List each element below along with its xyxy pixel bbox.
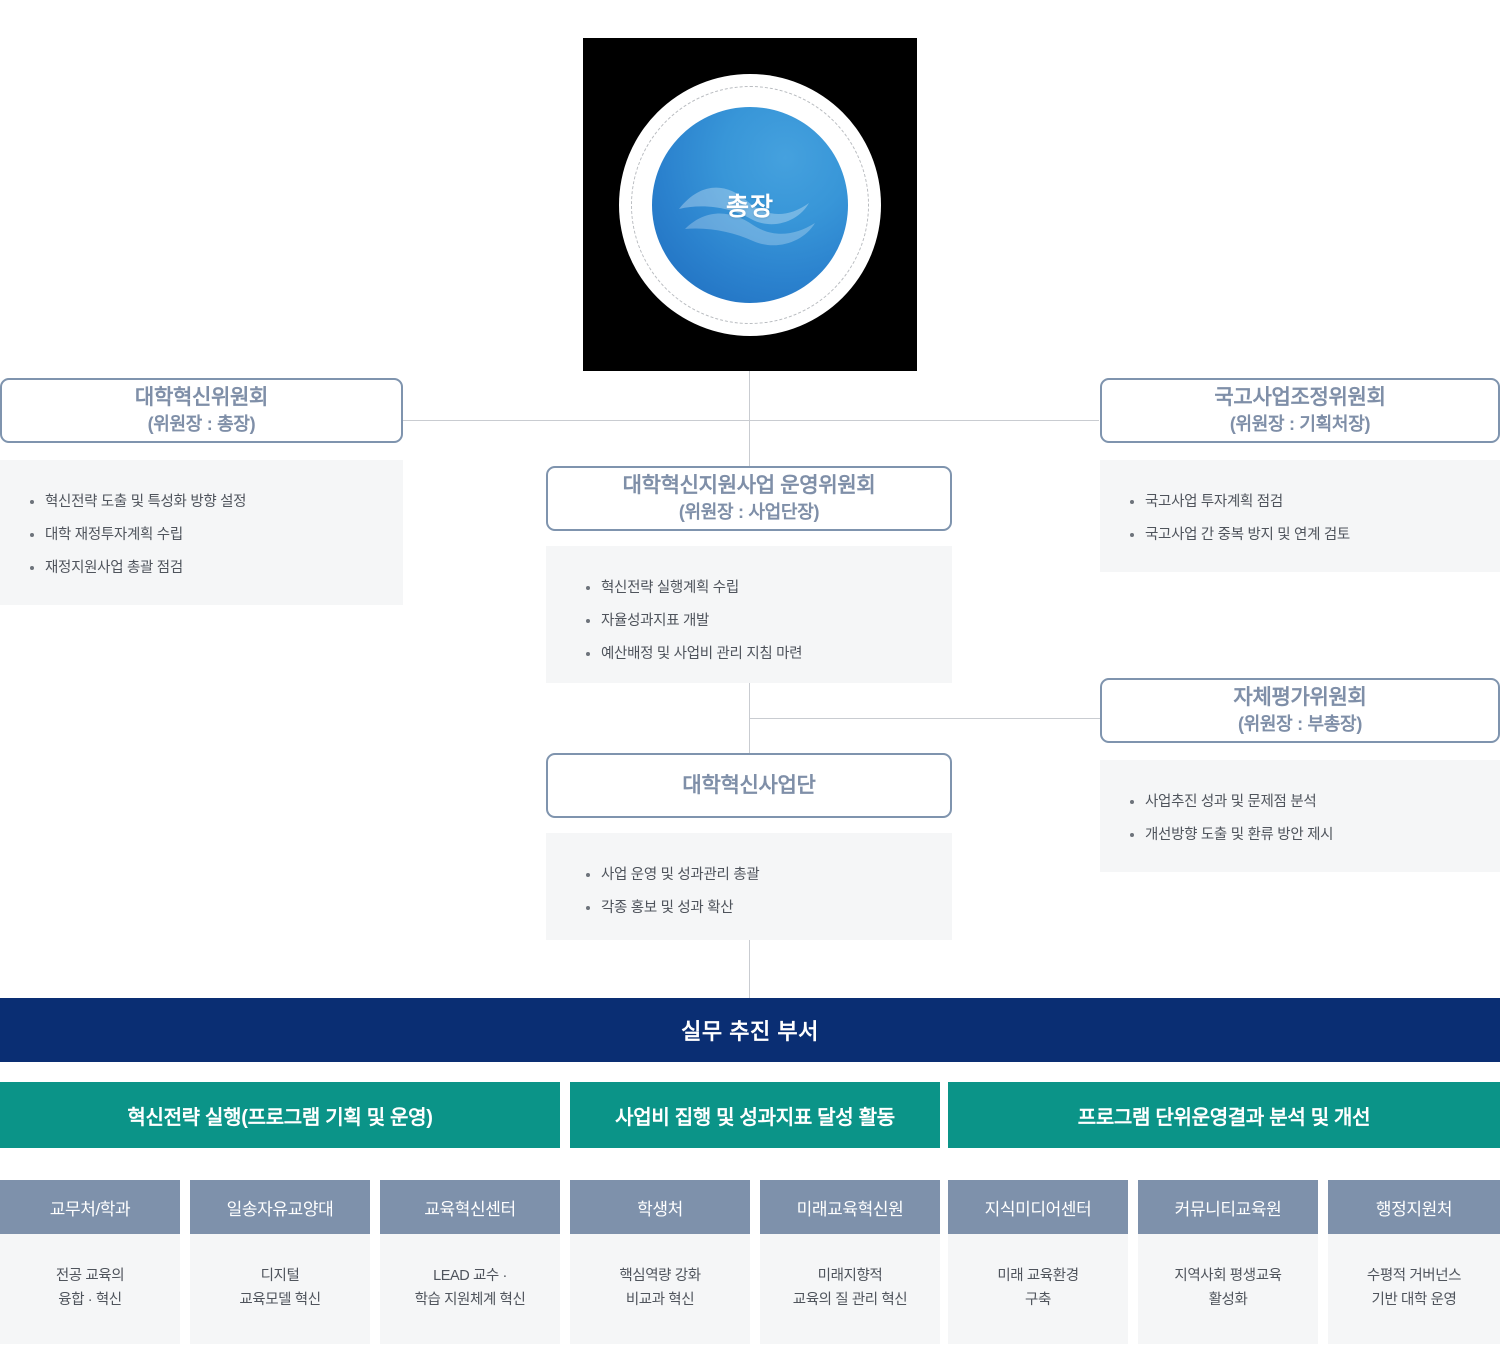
list-item: 국고사업 간 중복 방지 및 연계 검토: [1126, 525, 1500, 546]
bullet-list: 혁신전략 실행계획 수립 자율성과지표 개발 예산배정 및 사업비 관리 지침 …: [582, 578, 952, 665]
dept-body: 지역사회 평생교육 활성화: [1138, 1234, 1318, 1344]
president-node: 총장: [583, 38, 917, 371]
wave-emblem-icon: [679, 188, 815, 246]
card-subtitle-text: (위원장 : 사업단장): [678, 501, 820, 522]
card-title-text: 대학혁신사업단: [682, 773, 816, 797]
dept-student-affairs[interactable]: 학생처 핵심역량 강화 비교과 혁신: [570, 1180, 750, 1344]
list-item: 재정지원사업 총괄 점검: [26, 558, 403, 579]
dept-description: 디지털 교육모델 혁신: [239, 1268, 321, 1308]
card-title-text: 대학혁신위원회: [134, 386, 269, 410]
dept-name: 행정지원처: [1375, 1199, 1453, 1219]
card-title-text: 대학혁신지원사업 운영위원회: [622, 474, 876, 498]
group-header-analysis[interactable]: 프로그램 단위운영결과 분석 및 개선: [948, 1082, 1500, 1148]
card-body-national-project-coordination-committee: 국고사업 투자계획 점검 국고사업 간 중복 방지 및 연계 검토: [1100, 460, 1500, 572]
list-item: 각종 홍보 및 성과 확산: [582, 898, 952, 919]
group-header-label: 사업비 집행 및 성과지표 달성 활동: [615, 1106, 895, 1129]
dept-academic-affairs[interactable]: 교무처/학과 전공 교육의 융합 · 혁신: [0, 1180, 180, 1344]
list-item: 대학 재정투자계획 수립: [26, 525, 403, 546]
card-title-text: 국고사업조정위원회: [1214, 386, 1386, 410]
dept-community-education-institute[interactable]: 커뮤니티교육원 지역사회 평생교육 활성화: [1138, 1180, 1318, 1344]
dept-header: 교무처/학과: [0, 1180, 180, 1234]
dept-body: 핵심역량 강화 비교과 혁신: [570, 1234, 750, 1344]
dept-body: LEAD 교수 · 학습 지원체계 혁신: [380, 1234, 560, 1344]
card-body-innovation-support-operating-committee: 혁신전략 실행계획 수립 자율성과지표 개발 예산배정 및 사업비 관리 지침 …: [546, 546, 952, 683]
dept-name: 교무처/학과: [49, 1199, 131, 1219]
bullet-list: 사업 운영 및 성과관리 총괄 각종 홍보 및 성과 확산: [582, 865, 952, 919]
dept-knowledge-media-center[interactable]: 지식미디어센터 미래 교육환경 구축: [948, 1180, 1128, 1344]
group-header-label: 프로그램 단위운영결과 분석 및 개선: [1077, 1106, 1371, 1129]
dept-name: 일송자유교양대: [226, 1199, 334, 1219]
connector-group-to-workband: [749, 940, 750, 1000]
president-dashed-ring: [631, 85, 869, 324]
connector-left-committee-drop: [403, 420, 404, 421]
card-innovation-support-operating-committee[interactable]: 대학혁신지원사업 운영위원회 (위원장 : 사업단장): [546, 466, 952, 531]
list-item: 혁신전략 실행계획 수립: [582, 578, 952, 599]
dept-body: 미래지향적 교육의 질 관리 혁신: [760, 1234, 940, 1344]
card-title-text: 자체평가위원회: [1233, 686, 1367, 710]
group-header-budget[interactable]: 사업비 집행 및 성과지표 달성 활동: [570, 1082, 940, 1148]
connector-evaluation-horizontal: [749, 718, 1101, 719]
dept-description: 핵심역량 강화 비교과 혁신: [619, 1268, 701, 1308]
connector-center-operating-to-group: [749, 683, 750, 755]
dept-body: 디지털 교육모델 혁신: [190, 1234, 370, 1344]
dept-header: 교육혁신센터: [380, 1180, 560, 1234]
card-innovation-project-group[interactable]: 대학혁신사업단: [546, 753, 952, 818]
card-body-self-evaluation-committee: 사업추진 성과 및 문제점 분석 개선방향 도출 및 환류 방안 제시: [1100, 760, 1500, 872]
dept-ilsong-liberal-arts[interactable]: 일송자유교양대 디지털 교육모델 혁신: [190, 1180, 370, 1344]
list-item: 사업추진 성과 및 문제점 분석: [1126, 792, 1500, 813]
list-item: 사업 운영 및 성과관리 총괄: [582, 865, 952, 886]
bullet-list: 혁신전략 도출 및 특성화 방향 설정 대학 재정투자계획 수립 재정지원사업 …: [26, 492, 403, 579]
dept-name: 학생처: [637, 1199, 683, 1219]
list-item: 예산배정 및 사업비 관리 지침 마련: [582, 644, 952, 665]
work-band-label: 실무 추진 부서: [681, 1019, 819, 1044]
dept-description: 지역사회 평생교육 활성화: [1174, 1268, 1282, 1308]
dept-header: 학생처: [570, 1180, 750, 1234]
dept-name: 지식미디어센터: [984, 1199, 1092, 1219]
dept-header: 커뮤니티교육원: [1138, 1180, 1318, 1234]
card-subtitle-text: (위원장 : 총장): [147, 413, 256, 434]
card-university-innovation-committee[interactable]: 대학혁신위원회 (위원장 : 총장): [0, 378, 403, 443]
list-item: 개선방향 도출 및 환류 방안 제시: [1126, 825, 1500, 846]
card-body-university-innovation-committee: 혁신전략 도출 및 특성화 방향 설정 대학 재정투자계획 수립 재정지원사업 …: [0, 460, 403, 605]
dept-header: 미래교육혁신원: [760, 1180, 940, 1234]
dept-name: 미래교육혁신원: [796, 1199, 904, 1219]
president-label: 총장: [725, 192, 774, 221]
connector-top-horizontal: [403, 420, 1099, 421]
card-subtitle-text: (위원장 : 부총장): [1237, 713, 1363, 734]
bullet-list: 국고사업 투자계획 점검 국고사업 간 중복 방지 및 연계 검토: [1126, 492, 1500, 546]
dept-header: 지식미디어센터: [948, 1180, 1128, 1234]
dept-body: 수평적 거버넌스 기반 대학 운영: [1328, 1234, 1500, 1344]
work-band: 실무 추진 부서: [0, 998, 1500, 1062]
president-circle[interactable]: 총장: [652, 106, 848, 303]
group-header-strategy[interactable]: 혁신전략 실행(프로그램 기획 및 운영): [0, 1082, 560, 1148]
card-subtitle-text: (위원장 : 기획처장): [1229, 413, 1371, 434]
dept-description: 수평적 거버넌스 기반 대학 운영: [1366, 1268, 1462, 1308]
dept-description: 전공 교육의 융합 · 혁신: [55, 1268, 125, 1308]
dept-body: 전공 교육의 융합 · 혁신: [0, 1234, 180, 1344]
dept-header: 행정지원처: [1328, 1180, 1500, 1234]
dept-description: 미래 교육환경 구축: [997, 1268, 1079, 1308]
connector-president-to-center: [749, 352, 750, 470]
dept-education-innovation-center[interactable]: 교육혁신센터 LEAD 교수 · 학습 지원체계 혁신: [380, 1180, 560, 1344]
dept-body: 미래 교육환경 구축: [948, 1234, 1128, 1344]
group-header-label: 혁신전략 실행(프로그램 기획 및 운영): [127, 1106, 433, 1129]
dept-description: LEAD 교수 · 학습 지원체계 혁신: [414, 1268, 526, 1308]
card-national-project-coordination-committee[interactable]: 국고사업조정위원회 (위원장 : 기획처장): [1100, 378, 1500, 443]
dept-header: 일송자유교양대: [190, 1180, 370, 1234]
bullet-list: 사업추진 성과 및 문제점 분석 개선방향 도출 및 환류 방안 제시: [1126, 792, 1500, 846]
card-body-innovation-project-group: 사업 운영 및 성과관리 총괄 각종 홍보 및 성과 확산: [546, 833, 952, 940]
dept-future-education-institute[interactable]: 미래교육혁신원 미래지향적 교육의 질 관리 혁신: [760, 1180, 940, 1344]
dept-description: 미래지향적 교육의 질 관리 혁신: [792, 1268, 908, 1308]
dept-administration-support[interactable]: 행정지원처 수평적 거버넌스 기반 대학 운영: [1328, 1180, 1500, 1344]
list-item: 혁신전략 도출 및 특성화 방향 설정: [26, 492, 403, 513]
list-item: 국고사업 투자계획 점검: [1126, 492, 1500, 513]
card-self-evaluation-committee[interactable]: 자체평가위원회 (위원장 : 부총장): [1100, 678, 1500, 743]
dept-name: 교육혁신센터: [424, 1199, 516, 1219]
dept-name: 커뮤니티교육원: [1174, 1199, 1282, 1219]
list-item: 자율성과지표 개발: [582, 611, 952, 632]
